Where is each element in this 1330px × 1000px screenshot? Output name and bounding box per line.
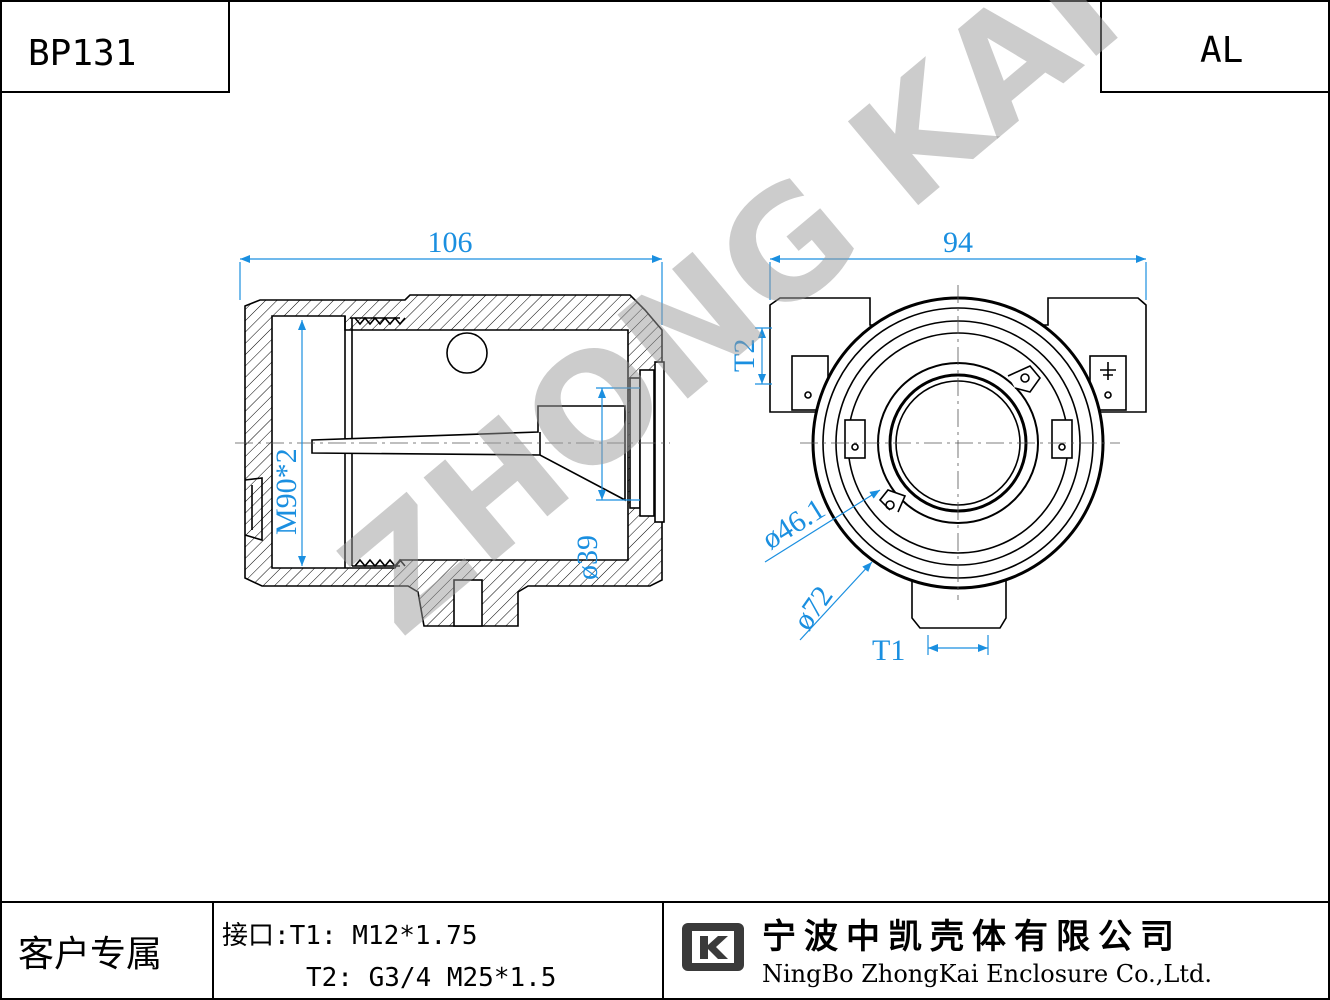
material-code: AL (1200, 30, 1243, 71)
header-left-box: BP131 (1, 1, 230, 93)
header-right-box: AL (1100, 1, 1329, 93)
front-view (769, 285, 1147, 629)
dim-inner-dia: ø46.1 (756, 492, 831, 556)
port-spec-line1: 接口:T1: M12*1.75 (222, 921, 478, 951)
company-logo (682, 923, 744, 971)
side-section-view (235, 294, 670, 627)
company-name-en: NingBo ZhongKai Enclosure Co.,Ltd. (762, 960, 1212, 988)
dim-bore: ø39 (571, 535, 604, 580)
front-dimensions (755, 255, 1147, 655)
company-name-cn: 宁波中凯壳体有限公司 (762, 917, 1182, 957)
customer-label: 客户专属 (18, 934, 162, 975)
dim-front-width: 94 (943, 226, 973, 259)
dim-port-t1: T1 (872, 634, 905, 667)
dim-side-width: 106 (428, 226, 473, 259)
dim-outer-dia: ø72 (787, 580, 840, 636)
dim-thread: M90*2 (270, 448, 303, 535)
dim-port-t2: T2 (728, 339, 761, 372)
footer-table (1, 901, 1329, 999)
port-spec-line2: T2: G3/4 M25*1.5 (306, 963, 556, 993)
side-dimensions (239, 255, 663, 566)
model-code: BP131 (28, 33, 136, 74)
